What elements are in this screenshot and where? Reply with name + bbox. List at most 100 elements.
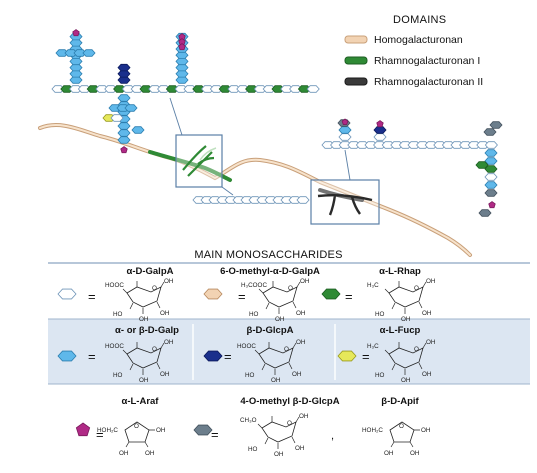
galpa-structure: O OH OH OH HO HOOC: [105, 278, 174, 323]
monosaccharide-grid: O OH OH OH HO HOOC O OH OH OH HO H₃COOC O OH OH OH HO H₃C…: [57, 278, 436, 458]
name-apif: β-D-Apif: [381, 396, 419, 407]
galpa-oh-3: OH: [139, 316, 149, 323]
symbol-0: [57, 288, 77, 300]
equals-fucp: =: [362, 349, 370, 364]
name-glcpa: β-D-GlcpA: [246, 325, 294, 336]
domains-legend: [344, 35, 368, 86]
galp-structure: O OH OH OH HO HOOC: [105, 339, 174, 384]
rg1-zoom-sprigs: [182, 145, 215, 177]
methyl-galpa-substituent: H₃COOC: [241, 282, 267, 289]
pectin-structure: [38, 29, 503, 257]
name-galpa: α-D-GalpA: [126, 266, 174, 277]
apif-oh-1: OH: [421, 427, 431, 434]
rg2-side-residue: [484, 173, 498, 181]
hg-backbone-highlight: [39, 124, 471, 256]
galactan-down-residue: [117, 94, 131, 102]
fucp-substituent: H₃C: [367, 343, 379, 350]
sugar-residue: [483, 128, 497, 136]
arabinose-residue: [376, 120, 384, 128]
rhap-oh-1: OH: [426, 278, 436, 285]
galp-ho: HO: [113, 372, 123, 379]
glcpa-branch-residue: [117, 63, 131, 72]
araf-oh-3: OH: [119, 450, 129, 457]
sugar-residue: [338, 133, 352, 141]
name-fucp: α-L-Fucp: [379, 325, 421, 336]
arabinose-residue: [341, 118, 349, 125]
symbol-5: [337, 350, 357, 362]
arabinose-residue: [488, 201, 496, 209]
glcpa-ho: HO: [245, 372, 255, 379]
methyl-glcpa-oh-2: OH: [295, 445, 305, 452]
apif-ring-o: O: [399, 423, 404, 430]
galpa-ho: HO: [113, 311, 123, 318]
connector-rg1-bottom: [221, 186, 234, 196]
galpa-oh-1: OH: [164, 278, 174, 285]
legend-label-rhamnogalacturonan-ii: Rhamnogalacturonan II: [374, 76, 484, 88]
galp-ring-o: O: [152, 346, 157, 353]
fucp-oh-3: OH: [401, 377, 411, 384]
equals-glcpa: =: [224, 349, 232, 364]
rg1-zoom-sprigs-light: [199, 147, 217, 161]
glcpa-oh-1: OH: [296, 339, 306, 346]
methyl-glcpa-oh-3: OH: [274, 451, 284, 458]
galactan-side-residue: [124, 104, 138, 112]
symbol-3: [57, 350, 77, 362]
fucp-oh-1: OH: [426, 339, 436, 346]
arabinose-terminal: [120, 146, 128, 154]
galactan-side-residue: [131, 126, 145, 134]
symbol-7: [193, 424, 213, 436]
name-galp: α- or β-D-Galp: [115, 325, 179, 336]
galactan-down-residue: [117, 136, 131, 144]
galpa-ring: [126, 286, 162, 308]
methyl-glcpa-substituent: CH₃O: [240, 417, 257, 424]
table-band-middle: [48, 319, 530, 384]
rg2-side-residue: [484, 165, 498, 173]
galpa-ring-o: O: [152, 285, 157, 292]
methyl-galpa-oh-2: OH: [296, 310, 306, 317]
araf-substituent: HOH₂C: [97, 427, 118, 434]
galp-oh-2: OH: [160, 371, 170, 378]
legend-swatch-rhamnogalacturonan-i: [344, 56, 368, 65]
galactan-branch-residue: [175, 57, 189, 66]
glcpa-ring: [258, 347, 294, 369]
glcpa-oh-3: OH: [271, 377, 281, 384]
sugar-residue: [110, 114, 124, 122]
rhap-bonds: [384, 281, 427, 314]
galp-substituent: HOOC: [105, 343, 124, 350]
sugar-chains: [51, 29, 503, 217]
rg2-side-residue: [484, 181, 498, 189]
fucp-bonds: [384, 342, 427, 375]
galp-oh-1: OH: [164, 339, 174, 346]
galpa-oh-2: OH: [160, 310, 170, 317]
equals-methyl-galpa: =: [238, 289, 246, 304]
symbol-6: [75, 422, 91, 437]
legend-title: DOMAINS: [393, 14, 447, 26]
galpa-substituent: HOOC: [105, 282, 124, 289]
galactan-branch-residue: [69, 57, 83, 66]
legend-label-rhamnogalacturonan-i: Rhamnogalacturonan I: [374, 55, 481, 67]
rg2-zoom-branches: [317, 194, 373, 216]
galactan-branch-residue: [175, 76, 189, 84]
galpa-bonds: [122, 281, 165, 314]
equals-araf: =: [96, 427, 104, 442]
rhap-substituent: H₃C: [367, 282, 379, 289]
araf-ring: [124, 421, 150, 443]
legend-swatch-homogalacturonan: [344, 35, 368, 44]
fucp-ring: [388, 347, 424, 369]
hg-short-residue: [296, 196, 310, 204]
galp-bonds: [122, 342, 165, 375]
name-methyl-galpa: 6-O-methyl-α-D-GalpA: [220, 266, 320, 277]
rg1-backbone-residue: [306, 85, 320, 93]
galactan-branch-residue: [69, 70, 83, 78]
separator-comma: ,: [331, 430, 335, 442]
rhap-ring: [388, 286, 424, 308]
galactan-branch-residue: [69, 63, 83, 72]
sugar-residue: [489, 121, 503, 129]
apif-oh-2: OH: [410, 450, 420, 457]
galp-oh-3: OH: [139, 377, 149, 384]
arabinose-terminal: [72, 29, 80, 37]
araf-oh-2: OH: [145, 450, 155, 457]
